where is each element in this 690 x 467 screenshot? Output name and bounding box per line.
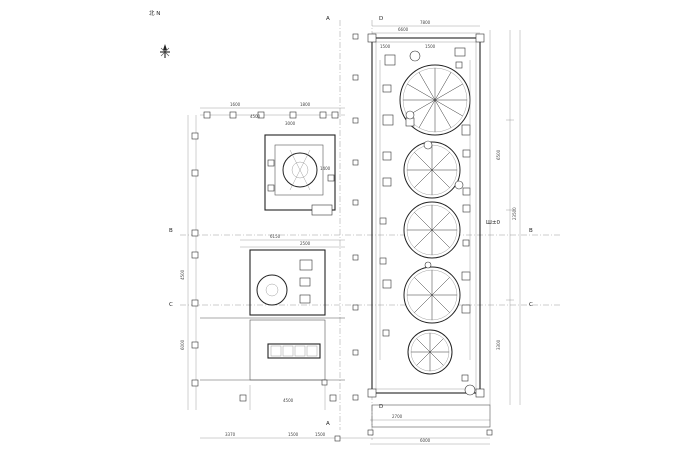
svg-text:6000: 6000	[180, 339, 185, 350]
lower-left-building: 6150 2500	[200, 234, 345, 410]
svg-text:1500: 1500	[288, 432, 299, 437]
tank-spoke	[429, 351, 444, 366]
axis-label-a-top: A	[326, 16, 330, 22]
tank-spoke	[431, 277, 450, 296]
upper-left-building: 1600 1800 1400 4500 3000	[200, 102, 345, 216]
axis-label-d-bottom: D	[379, 404, 383, 410]
tank-spoke	[434, 72, 452, 101]
tank-spoke	[434, 99, 452, 128]
bottom-dimensions: 3370 1500 4500 6000 2700 1500	[200, 398, 493, 445]
tank-5	[407, 329, 453, 375]
axis-label-c-left: C	[169, 302, 173, 308]
svg-text:6000: 6000	[420, 438, 431, 443]
tank-spoke	[414, 294, 433, 313]
svg-text:6600: 6600	[398, 27, 409, 32]
tank-spoke	[434, 99, 463, 117]
tank-spoke	[418, 72, 436, 101]
axis-markers: A D B C B C D A	[169, 16, 533, 427]
tank-spoke	[416, 351, 431, 366]
tank-spoke	[414, 169, 433, 188]
svg-text:2700: 2700	[392, 414, 403, 419]
svg-text:4500: 4500	[180, 269, 185, 280]
tank-spoke	[431, 229, 450, 248]
tank-spoke	[431, 152, 450, 171]
svg-text:23500: 23500	[512, 207, 517, 220]
tank-spoke	[407, 83, 436, 101]
svg-text:1500: 1500	[315, 432, 326, 437]
axis-label-d-top: D	[379, 16, 383, 22]
svg-text:6150: 6150	[270, 234, 281, 239]
tank-spoke	[414, 212, 433, 231]
svg-text:1500: 1500	[380, 44, 391, 49]
svg-text:3000: 3000	[285, 121, 296, 126]
tank-spoke	[416, 338, 431, 353]
tank-4	[403, 266, 461, 324]
tank-3	[403, 201, 461, 259]
axis-label-b-left: B	[169, 228, 173, 234]
main-hall-outline	[352, 33, 485, 401]
north-arrow-icon	[160, 44, 170, 58]
svg-text:4500: 4500	[250, 114, 261, 119]
svg-text:3300: 3300	[496, 339, 501, 350]
tank-spoke	[431, 169, 450, 188]
tank-2	[403, 141, 461, 199]
left-dimensions: 4500 6000	[180, 115, 199, 410]
tank-spoke	[418, 99, 436, 128]
north-label: 北 N	[149, 9, 160, 17]
room-label: Ш±0	[486, 220, 500, 226]
svg-text:1800: 1800	[300, 102, 311, 107]
axis-label-a-bottom: A	[326, 421, 330, 427]
axis-label-b-right: B	[529, 228, 533, 234]
axis-label-c-right: C	[529, 302, 533, 308]
tank-spoke	[414, 229, 433, 248]
tank-spoke	[429, 338, 444, 353]
svg-text:1600: 1600	[230, 102, 241, 107]
top-dimensions-right: 7800 6600 1500 1500	[372, 20, 480, 49]
svg-text:7800: 7800	[420, 20, 431, 25]
svg-text:1500: 1500	[425, 44, 436, 49]
tank-spoke	[431, 294, 450, 313]
svg-text:2500: 2500	[300, 241, 311, 246]
svg-text:3370: 3370	[225, 432, 236, 437]
tank-spoke	[414, 152, 433, 171]
svg-text:6500: 6500	[496, 149, 501, 160]
tank-spoke	[431, 212, 450, 231]
right-dimension: 6500 3300 23500	[489, 30, 521, 405]
tank-spoke	[414, 277, 433, 296]
main-hall-equipment	[379, 47, 476, 396]
axis-grid	[180, 20, 560, 440]
svg-text:4500: 4500	[283, 398, 294, 403]
tank-spoke	[434, 83, 463, 101]
svg-text:1400: 1400	[320, 166, 331, 171]
